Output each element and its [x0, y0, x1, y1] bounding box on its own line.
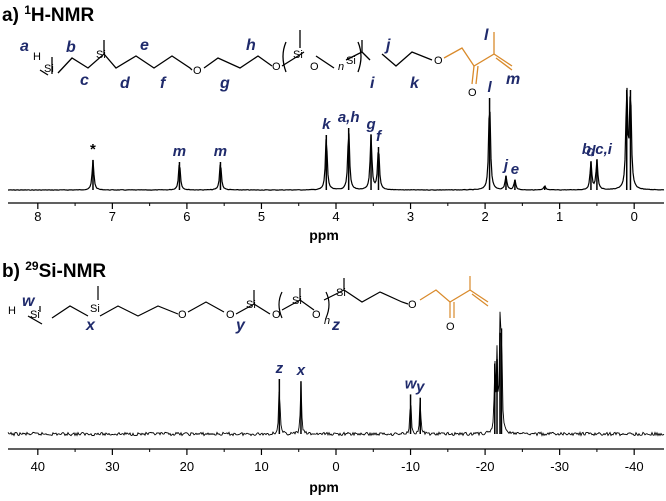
atom-si-b3: Si [246, 299, 256, 311]
x-tick-label: 8 [34, 209, 41, 224]
atom-o-a1: O [193, 65, 202, 77]
x-tick-label: 1 [556, 209, 563, 224]
x-tick-label: -10 [401, 459, 420, 474]
struct-label-b: b [66, 39, 76, 56]
struct-label-m: m [506, 71, 520, 88]
x-tick-label: 30 [105, 459, 119, 474]
x-tick-label: 7 [109, 209, 116, 224]
atom-si-b1: Si [30, 309, 40, 321]
struct-label-e: e [140, 37, 149, 54]
atom-o-a2: O [272, 61, 281, 73]
atom-o-a5: O [468, 87, 477, 99]
peak-label: l [487, 79, 492, 96]
x-tick-label: -20 [476, 459, 495, 474]
x-tick-label: 0 [332, 459, 339, 474]
atom-si-b5: Si [336, 287, 346, 299]
x-tick-label: -30 [550, 459, 569, 474]
x-tick-label: 4 [332, 209, 339, 224]
struct-label-h: h [246, 37, 256, 54]
x-tick-label: 20 [180, 459, 194, 474]
x-tick-label: 0 [631, 209, 638, 224]
struct-label-g: g [219, 75, 230, 92]
atom-o-b3: O [272, 309, 281, 321]
struct-label-d: d [120, 75, 131, 92]
struct-label-l: l [484, 27, 489, 44]
spectrum-trace [8, 87, 665, 191]
spectrum-trace [7, 311, 665, 437]
panel-b-title: b) 29Si-NMR [2, 259, 106, 282]
atom-si-b4: Si [292, 295, 302, 307]
x-tick-label: 2 [481, 209, 488, 224]
peak-label: f [376, 128, 383, 145]
atom-n-b: n [324, 315, 330, 327]
x-tick-label: 6 [183, 209, 190, 224]
struct-label-z: z [331, 317, 340, 334]
peak-label: z [275, 360, 284, 377]
x-tick-label: 40 [31, 459, 45, 474]
atom-si-b2: Si [90, 303, 100, 315]
peak-label: a,h [338, 109, 360, 126]
peak-label: m [173, 143, 186, 160]
struct-label-i: i [370, 75, 375, 92]
atom-n-a: n [338, 61, 344, 73]
structure-a [39, 30, 513, 85]
peak-label: w [405, 375, 418, 392]
atom-h-b: H [8, 305, 16, 317]
x-tick-label: -40 [625, 459, 644, 474]
x-tick-label: 10 [254, 459, 268, 474]
peak-label: g [365, 116, 375, 133]
x-tick-label: 5 [258, 209, 265, 224]
peak-label: k [322, 116, 331, 133]
atom-o-b5: O [408, 299, 417, 311]
struct-label-x: x [85, 317, 96, 334]
atom-si-a4: Si [346, 55, 356, 67]
atom-o-b1: O [178, 309, 187, 321]
structure-b [27, 276, 489, 325]
atom-o-b4: O [312, 309, 321, 321]
atom-si-a2: Si [96, 49, 106, 61]
x-axis-title: ppm [309, 227, 339, 243]
peak-label: m [214, 143, 227, 160]
struct-label-w: w [22, 293, 36, 310]
x-tick-label: 3 [407, 209, 414, 224]
atom-o-b2: O [226, 309, 235, 321]
atom-o-a3: O [310, 61, 319, 73]
peak-label: d [586, 143, 596, 160]
x-axis-title: ppm [309, 479, 339, 495]
peak-label: y [415, 379, 425, 396]
struct-label-k: k [410, 75, 420, 92]
struct-label-c: c [80, 72, 89, 89]
struct-label-j: j [384, 37, 391, 54]
peak-label: j [502, 157, 509, 174]
struct-label-a: a [20, 38, 29, 55]
atom-si-a1: Si [44, 63, 54, 75]
panel-a-title: a) 1H-NMR [2, 3, 94, 26]
atom-si-a3: Si [293, 49, 303, 61]
peak-label: * [90, 141, 96, 158]
peak-label: b,c,i [582, 141, 613, 158]
atom-o-b6: O [446, 321, 455, 333]
struct-label-y: y [235, 317, 246, 334]
peak-label: e [511, 161, 519, 178]
atom-o-a4: O [434, 55, 443, 67]
struct-label-f: f [160, 75, 167, 92]
atom-h-a: H [33, 51, 41, 63]
peak-label: x [296, 362, 306, 379]
